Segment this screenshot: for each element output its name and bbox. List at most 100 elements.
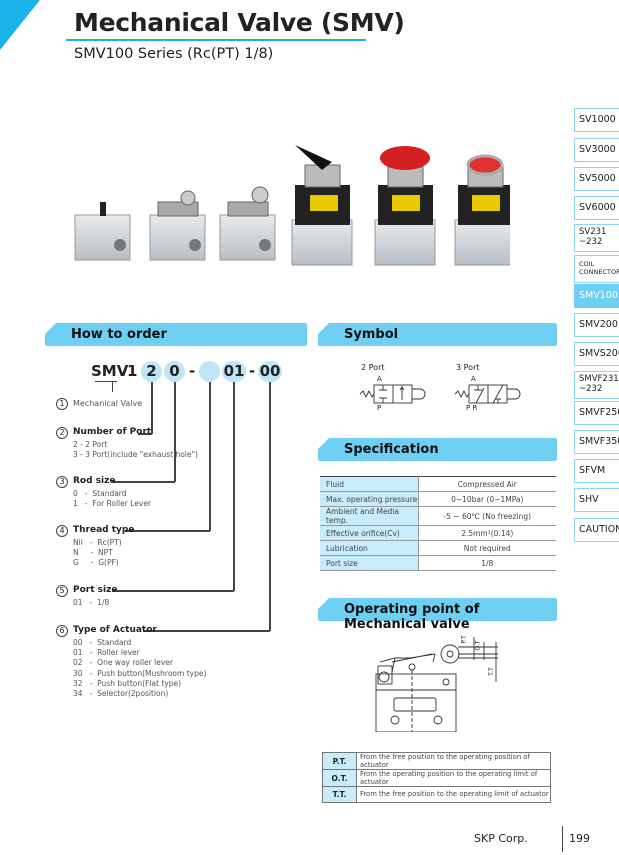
item-number: 6	[56, 625, 68, 637]
cell-label: Port size	[320, 555, 419, 571]
cell-value: From the free position to the operating …	[356, 752, 551, 770]
page-title: Mechanical Valve (SMV)	[74, 8, 405, 37]
cell-label: Fluid	[320, 476, 419, 492]
side-tab[interactable]: SV3000	[574, 138, 619, 162]
leader-line	[112, 481, 175, 483]
cell-value: 0~10bar (0~1MPa)	[418, 491, 556, 507]
side-tab[interactable]: CAUTION	[574, 518, 619, 542]
cell-value: Compressed Air	[418, 476, 556, 492]
diagram-label-tt: T.T	[487, 667, 495, 676]
leader-line	[233, 382, 235, 591]
cell-label: P.T.	[322, 752, 357, 770]
leader-line	[112, 381, 113, 392]
side-tab[interactable]: SMVF250	[574, 401, 619, 425]
side-tab[interactable]: SMVS200	[574, 342, 619, 366]
leader-line	[125, 530, 210, 532]
symbol-3port-label: 3 Port	[456, 363, 480, 372]
leader-line	[138, 433, 152, 435]
cell-label: Lubrication	[320, 540, 419, 556]
code-size: 01	[222, 361, 246, 382]
product-selector	[291, 145, 353, 266]
section-header-operating-point: Operating point of Mechanical valve	[318, 598, 557, 632]
code-prefix: SMV	[91, 362, 129, 380]
port-label: A	[377, 375, 382, 383]
side-tab[interactable]: SMV200	[574, 313, 619, 337]
leader-line	[269, 382, 271, 631]
title-underline	[66, 39, 366, 41]
item-label: Type of Actuator	[73, 625, 157, 635]
port-label: P	[377, 404, 382, 412]
side-tab[interactable]: COIL CONNECTOR	[574, 255, 619, 283]
symbol-2port-label: 2 Port	[361, 363, 385, 372]
diagram-label-ot: O.T	[474, 640, 482, 651]
section-header-symbol: Symbol	[318, 323, 557, 346]
leader-line	[209, 382, 211, 531]
item-number: 4	[56, 525, 68, 537]
diagram-label-pt: P.T	[460, 635, 468, 644]
item-options: 01 - 1/8	[73, 598, 110, 607]
page-subtitle: SMV100 Series (Rc(PT) 1/8)	[74, 46, 274, 62]
table-row: O.T.From the operating position to the o…	[322, 769, 551, 787]
cell-label: Max. operating pressure	[320, 491, 419, 507]
product-roller-lever	[149, 190, 206, 261]
product-photos	[74, 145, 510, 266]
leader-line	[112, 590, 234, 592]
item-label: Rod size	[73, 476, 116, 486]
code-series: 1	[127, 362, 138, 380]
side-tab[interactable]: SMVF350	[574, 430, 619, 454]
footer-divider	[562, 826, 563, 852]
leader-line	[143, 630, 270, 632]
item-options: 2 - 2 Port 3 - 3 Port(include "exhaust h…	[73, 440, 198, 460]
port-label: A	[471, 375, 476, 383]
table-row: Ambient and Media temp.-5 ~ 60℃ (No free…	[320, 506, 556, 526]
section-header-how-to-order: How to order	[45, 323, 307, 346]
code-actuator: 00	[258, 361, 282, 382]
cell-label: Ambient and Media temp.	[320, 506, 419, 526]
leader-line	[151, 382, 153, 434]
spring-icon	[359, 389, 375, 399]
code-dash: -	[249, 362, 256, 380]
item-label: Thread type	[73, 525, 135, 535]
item-label: Number of Port	[73, 427, 152, 437]
valve-symbols	[359, 384, 521, 404]
item-number: 5	[56, 585, 68, 597]
footer-company: SKP Corp.	[474, 832, 528, 845]
item-number: 2	[56, 427, 68, 439]
side-tab[interactable]: SV1000	[574, 108, 619, 132]
side-tab[interactable]: SMVF231 ~232	[574, 371, 619, 399]
code-thread	[199, 361, 220, 382]
side-tab[interactable]: SV6000	[574, 196, 619, 220]
side-tab[interactable]: SV231 ~232	[574, 224, 619, 252]
cell-value: 2.5mm²(0.14)	[418, 525, 556, 541]
item-label: Port size	[73, 585, 118, 595]
item-number: 1	[56, 398, 68, 410]
side-tab[interactable]: SFVM	[574, 459, 619, 483]
side-tab[interactable]: SMV100	[574, 284, 619, 308]
item-options: 00 - Standard 01 - Roller lever 02 - One…	[73, 638, 207, 699]
item-options: Nil - Rc(PT) N - NPT G - G(PF)	[73, 538, 122, 568]
code-port: 2	[141, 361, 162, 382]
cell-label: Effective orifice(Cv)	[320, 525, 419, 541]
code-rod: 0	[164, 361, 185, 382]
operating-point-diagram	[375, 637, 498, 732]
table-row: P.T.From the free position to the operat…	[322, 752, 551, 770]
side-tab[interactable]: SV5000	[574, 167, 619, 191]
product-standard	[74, 202, 131, 261]
port-label: P R	[466, 404, 478, 412]
cell-label: T.T.	[322, 786, 357, 803]
cell-value: From the operating position to the opera…	[356, 769, 551, 787]
item-number: 3	[56, 476, 68, 488]
underline	[95, 381, 117, 382]
corner-decoration	[0, 0, 40, 50]
table-row: T.T.From the free position to the operat…	[322, 786, 551, 803]
side-tab[interactable]: SHV	[574, 488, 619, 512]
cell-value: 1/8	[418, 555, 556, 571]
product-mushroom-button	[374, 146, 436, 266]
cell-value: From the free position to the operating …	[356, 786, 551, 803]
cell-value: -5 ~ 60℃ (No freezing)	[418, 506, 556, 526]
section-header-specification: Specification	[318, 438, 557, 461]
leader-line	[174, 382, 176, 482]
